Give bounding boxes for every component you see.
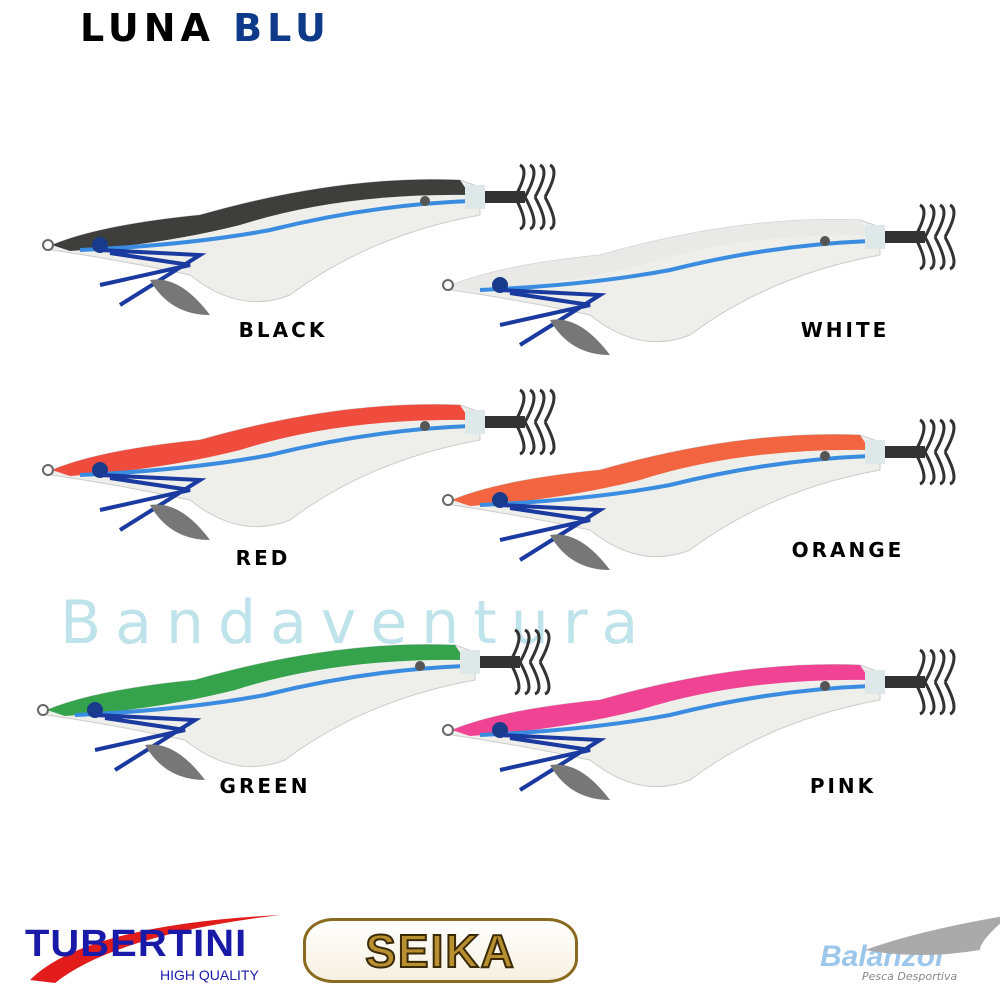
lure-sinker	[150, 504, 210, 540]
lure-feathers	[99, 473, 207, 532]
seika-name: SEIKA	[364, 924, 516, 978]
lure-tail-sleeve	[865, 225, 885, 249]
lure-feathers	[499, 288, 607, 347]
lure-lateral-line	[79, 424, 471, 477]
lure-label-pink: PINK	[809, 774, 877, 798]
lure-jig-hooks	[485, 388, 556, 456]
lure-sinker	[550, 534, 610, 570]
title-luna: LUNA	[80, 6, 215, 50]
lure-orange	[442, 418, 956, 570]
title-blu: BLU	[233, 6, 331, 50]
lure-tail-sleeve	[465, 185, 485, 209]
lure-dot	[415, 661, 425, 671]
lure-back	[52, 179, 470, 251]
lure-pink	[442, 648, 956, 800]
lure-feathers	[499, 733, 607, 792]
lure-dot	[820, 451, 830, 461]
lure-jig-hooks	[885, 203, 956, 271]
lure-feathers	[94, 713, 202, 772]
balanzol-tagline: Pesca Desportiva	[862, 970, 958, 983]
lure-jig-hooks	[885, 648, 956, 716]
tubertini-logo: TUBERTINI HIGH QUALITY	[25, 915, 290, 985]
lure-sinker	[150, 279, 210, 315]
tubertini-name: TUBERTINI	[25, 923, 248, 965]
lure-lateral-line	[74, 664, 466, 717]
lure-feathers	[499, 503, 607, 562]
seika-logo: SEIKA	[303, 918, 578, 983]
lure-jig-hooks	[485, 163, 556, 231]
lure-lateral-line	[479, 454, 871, 507]
watermark: Bandaventura	[60, 588, 653, 658]
lure-feathers	[99, 248, 207, 307]
lure-lateral-line	[479, 684, 871, 737]
lure-dot	[820, 681, 830, 691]
lure-line-eye	[442, 724, 454, 736]
lure-tail-sleeve	[460, 650, 480, 674]
lure-back	[452, 219, 870, 291]
balanzol-logo: Balanzol Pesca Desportiva	[820, 916, 1000, 983]
lure-white	[442, 203, 956, 355]
balanzol-fish-icon	[865, 916, 1000, 955]
lure-label-black: BLACK	[238, 318, 328, 342]
lure-line-eye	[42, 464, 54, 476]
lure-sinker	[550, 764, 610, 800]
lure-back	[452, 434, 870, 506]
lure-sinker	[145, 744, 205, 780]
lure-back	[52, 404, 470, 476]
lure-line-eye	[37, 704, 49, 716]
lure-lateral-line	[479, 239, 871, 292]
lure-line-eye	[442, 494, 454, 506]
lure-tail-sleeve	[465, 410, 485, 434]
lure-sinker	[550, 319, 610, 355]
lure-dot	[420, 196, 430, 206]
lure-tail-sleeve	[865, 440, 885, 464]
lure-dot	[420, 421, 430, 431]
lure-label-green: GREEN	[219, 774, 311, 798]
lure-back	[47, 644, 465, 716]
lure-green	[37, 628, 551, 780]
lure-label-orange: ORANGE	[791, 538, 905, 562]
tubertini-swoosh	[30, 915, 280, 983]
lure-dot	[820, 236, 830, 246]
lure-jig-hooks	[480, 628, 551, 696]
lure-black	[42, 163, 556, 315]
lure-lateral-line	[79, 199, 471, 252]
lure-label-white: WHITE	[800, 318, 890, 342]
lure-jig-hooks	[885, 418, 956, 486]
lure-line-eye	[42, 239, 54, 251]
lure-back	[452, 664, 870, 736]
lure-red	[42, 388, 556, 540]
lure-line-eye	[442, 279, 454, 291]
lure-tail-sleeve	[865, 670, 885, 694]
lure-label-red: RED	[235, 546, 291, 570]
product-title: LUNA BLU	[80, 6, 331, 50]
tubertini-tagline: HIGH QUALITY	[160, 967, 259, 983]
